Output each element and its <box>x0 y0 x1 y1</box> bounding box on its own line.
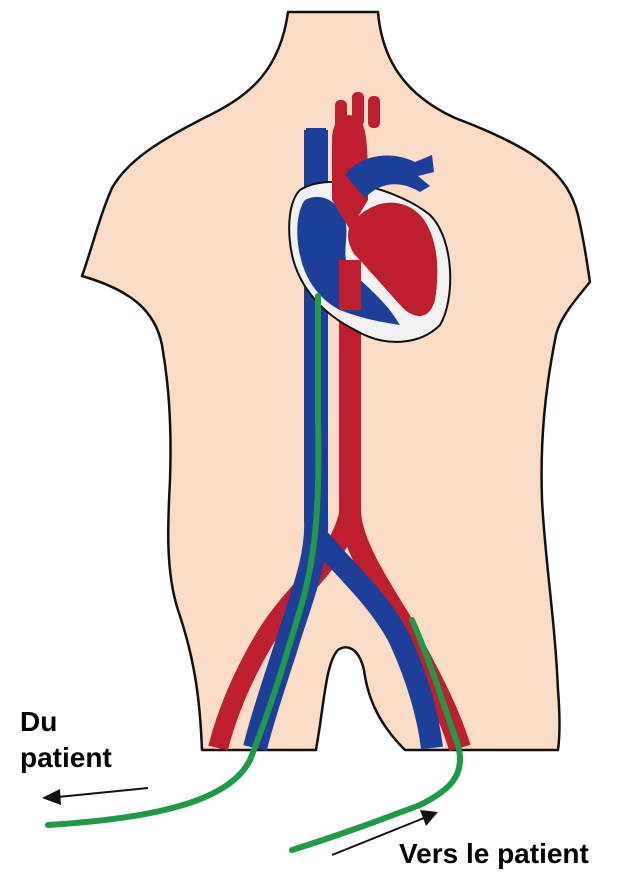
label-to-patient: Vers le patient <box>399 836 589 872</box>
aorta-root <box>339 260 361 310</box>
arrow-from-patient <box>42 788 148 805</box>
label-from-patient: Du patient <box>20 704 112 776</box>
aortic-branch-2 <box>352 92 364 126</box>
aortic-branch-1 <box>335 100 347 130</box>
aortic-branch-3 <box>368 96 380 128</box>
label-from-patient-line1: Du <box>20 704 112 740</box>
label-from-patient-line2: patient <box>20 740 112 776</box>
